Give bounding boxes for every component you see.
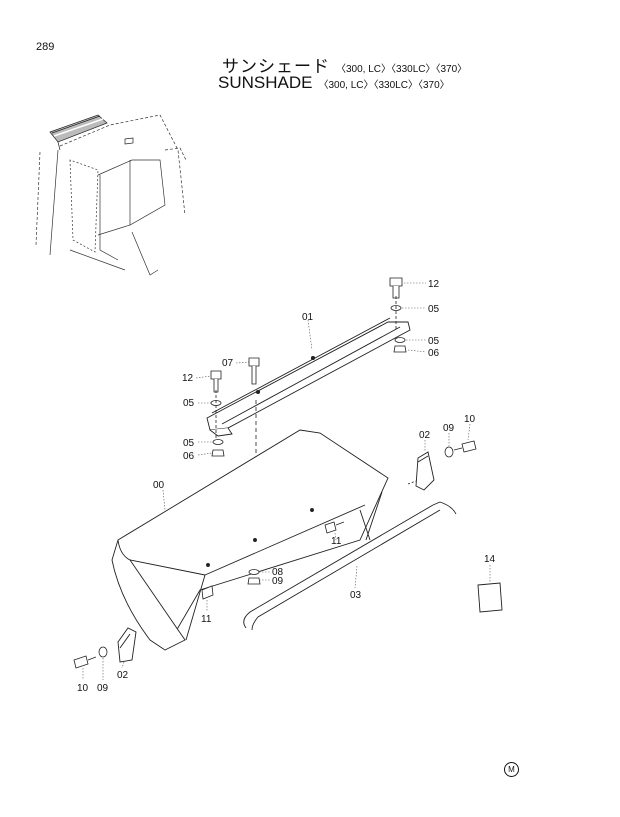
part-02-brackets — [117, 451, 435, 663]
part-14-label-plate — [477, 582, 503, 613]
callout-11: 11 — [201, 614, 212, 625]
cab-locator-illustration — [35, 114, 187, 276]
part-01-mount-bar — [206, 317, 411, 437]
callout-07: 07 — [222, 358, 234, 369]
title-english-text: SUNSHADE — [218, 73, 313, 92]
m-circle-symbol: M — [504, 762, 519, 777]
callout-02: 02 — [419, 430, 431, 441]
title-variants-jp: 〈300, LC〉〈330LC〉〈370〉 — [336, 64, 468, 75]
callout-09: 09 — [272, 576, 284, 587]
callout-06: 06 — [428, 348, 440, 359]
callout-11: 11 — [331, 536, 342, 547]
callout-05: 05 — [183, 398, 195, 409]
callout-08: 08 — [272, 567, 284, 578]
title-japanese-text: サンシェード — [222, 57, 330, 76]
callout-06: 06 — [183, 451, 195, 462]
callout-02: 02 — [117, 670, 129, 681]
callout-05: 05 — [428, 336, 440, 347]
leader-lines — [82, 282, 491, 680]
callout-14: 14 — [484, 554, 496, 565]
callout-labels: 12 05 01 05 06 07 12 05 05 06 02 09 10 0… — [77, 279, 496, 694]
callout-10: 10 — [464, 414, 476, 425]
title-japanese: サンシェード〈300, LC〉〈330LC〉〈370〉 — [222, 52, 467, 77]
callout-12: 12 — [182, 373, 194, 384]
callout-09: 09 — [443, 423, 455, 434]
part-00-shade-panel — [111, 429, 389, 651]
title-variants-en: 〈300, LC〉〈330LC〉〈370〉 — [318, 80, 450, 91]
title-english: SUNSHADE 〈300, LC〉〈330LC〉〈370〉 — [218, 73, 450, 93]
page-number: 289 — [36, 41, 55, 53]
callout-03: 03 — [350, 590, 362, 601]
callout-12: 12 — [428, 279, 440, 290]
callout-01: 01 — [302, 312, 314, 323]
side-fasteners — [73, 440, 477, 669]
callout-05: 05 — [428, 304, 440, 315]
part-03-seal-strip — [243, 501, 457, 631]
callout-09: 09 — [97, 683, 109, 694]
callout-00: 00 — [153, 480, 165, 491]
bar-fasteners — [210, 277, 407, 540]
callout-10: 10 — [77, 683, 89, 694]
callout-05: 05 — [183, 438, 195, 449]
